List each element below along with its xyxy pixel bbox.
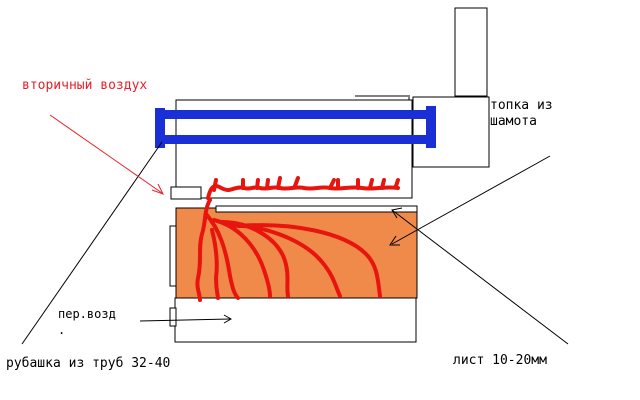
sheet-label: лист 10-20мм xyxy=(453,353,547,368)
primary-air-inlet xyxy=(169,307,177,327)
fire-flame-5 xyxy=(238,223,382,298)
secondary-air-label: вторичный воздух xyxy=(22,78,148,93)
sheet-plate xyxy=(215,205,418,213)
jacket-pointer xyxy=(21,141,163,345)
pipe-top xyxy=(160,110,432,119)
primary-air-dot: . xyxy=(58,323,66,337)
ash-pit xyxy=(174,297,417,343)
primary-air-pointer xyxy=(139,318,231,322)
pipe-right-end xyxy=(426,106,436,148)
firebox-pointer xyxy=(391,155,551,245)
fire-flame-4 xyxy=(228,223,342,298)
chimney-block xyxy=(454,7,488,97)
pipe-bottom xyxy=(160,135,432,144)
pipe-left-end xyxy=(155,108,165,148)
fire-flame-6 xyxy=(210,228,220,300)
secondary-air-arrow xyxy=(49,114,163,194)
firebox-label: топка из шамота xyxy=(490,98,553,129)
sheet-pointer-arrowhead xyxy=(391,207,403,219)
firebox-block xyxy=(412,96,490,168)
secondary-air-arrowhead xyxy=(151,183,165,195)
upper-flame-tips xyxy=(212,176,400,192)
fire-flame-1 xyxy=(204,212,240,300)
sheet-pointer xyxy=(391,209,569,345)
fire-flame-2 xyxy=(212,218,272,298)
primary-air-label: пер.возд xyxy=(58,307,116,321)
primary-air-arrowhead xyxy=(223,314,233,324)
left-jacket-wall xyxy=(169,225,177,287)
secondary-air-box xyxy=(170,186,202,200)
firebox-pointer-arrowhead xyxy=(389,235,400,246)
upper-flame xyxy=(206,183,400,200)
jacket-label: рубашка из труб 32-40 xyxy=(6,356,171,371)
vertical-flame xyxy=(195,198,212,302)
